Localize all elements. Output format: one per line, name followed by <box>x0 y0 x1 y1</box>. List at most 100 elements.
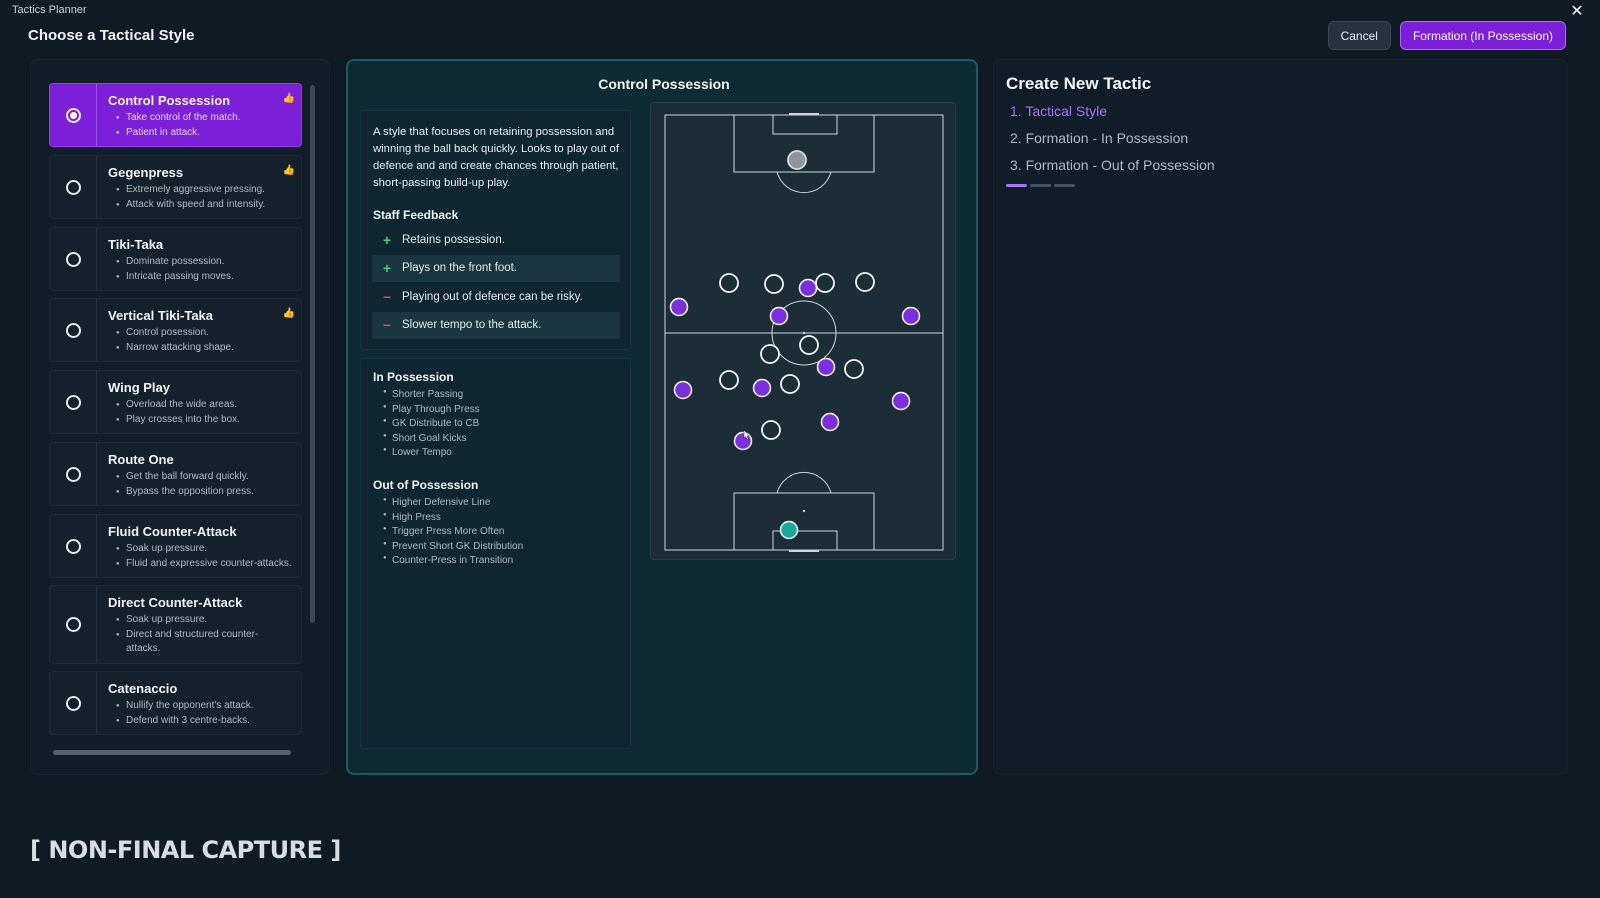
penalty-spot <box>802 509 806 513</box>
step-formation-in-possession[interactable]: 2. Formation - In Possession <box>1010 130 1189 146</box>
style-item-body: Control PossessionTake control of the ma… <box>97 84 301 146</box>
radio-button[interactable] <box>65 179 81 195</box>
pitch-diagram <box>664 113 944 552</box>
in-possession-heading: In Possession <box>373 370 454 384</box>
feedback-row: −Playing out of defence can be risky. <box>372 283 620 310</box>
style-item-body: Vertical Tiki-TakaControl posession.Narr… <box>97 299 301 361</box>
feedback-row: −Slower tempo to the attack. <box>372 311 620 339</box>
style-item-name: Tiki-Taka <box>108 237 164 252</box>
radio-button[interactable] <box>65 466 81 482</box>
style-item-name: Fluid Counter-Attack <box>108 524 237 539</box>
feedback-text: Retains possession. <box>402 233 505 246</box>
feedback-row: +Retains possession. <box>372 226 620 253</box>
instruction-item: Short Goal Kicks <box>383 433 466 444</box>
style-item[interactable]: Control PossessionTake control of the ma… <box>49 83 302 147</box>
style-item-bullet: attacks. <box>126 643 161 654</box>
style-item-bullet: Soak up pressure. <box>108 613 301 628</box>
create-tactic-title: Create New Tactic <box>1006 74 1152 93</box>
style-item[interactable]: Direct Counter-AttackSoak up pressure.Di… <box>49 585 302 664</box>
style-item-bullet: Patient in attack. <box>108 126 301 141</box>
close-icon[interactable]: ✕ <box>1570 3 1584 20</box>
team-player <box>798 278 818 298</box>
style-item-bullet: Take control of the match. <box>108 111 301 126</box>
mouse-cursor-icon <box>743 429 750 440</box>
radio-button[interactable] <box>65 251 81 267</box>
style-item-bullet: Direct and structured counter- <box>108 628 301 643</box>
style-item-bullet: Bypass the opposition press. <box>108 485 301 500</box>
style-description: A style that focuses on retaining posses… <box>373 126 619 189</box>
team-player <box>673 380 693 400</box>
opponent-player <box>760 344 780 364</box>
style-item-bullet: Nullify the opponent's attack. <box>108 699 301 714</box>
radio-button[interactable] <box>65 107 81 123</box>
staff-feedback-heading: Staff Feedback <box>373 208 459 222</box>
top-six-yard-box <box>772 114 838 135</box>
team-player <box>901 306 921 326</box>
style-item-bullet: Control posession. <box>108 326 301 341</box>
style-item-bullet: Intricate passing moves. <box>108 270 301 285</box>
radio-button[interactable] <box>65 617 81 632</box>
style-item-body: Wing PlayOverload the wide areas.Play cr… <box>97 371 301 433</box>
style-item-name: Gegenpress <box>108 165 184 180</box>
thumbs-up-icon: 👍 <box>282 308 295 319</box>
opponent-player <box>815 273 835 293</box>
style-item[interactable]: CatenaccioNullify the opponent's attack.… <box>49 671 302 735</box>
plus-icon: + <box>382 260 392 276</box>
style-item[interactable]: Route OneGet the ball forward quickly.By… <box>49 442 302 506</box>
opponent-player <box>780 374 800 394</box>
radio-column <box>50 443 97 505</box>
radio-column <box>50 586 97 663</box>
step-tactical-style[interactable]: 1. Tactical Style <box>1010 103 1108 119</box>
feedback-text: Slower tempo to the attack. <box>402 319 542 331</box>
minus-icon: − <box>382 288 392 305</box>
instruction-item: GK Distribute to CB <box>383 418 479 429</box>
radio-column <box>50 371 97 433</box>
style-item-name: Vertical Tiki-Taka <box>108 308 214 323</box>
step-formation-out-of-possession[interactable]: 3. Formation - Out of Possession <box>1010 157 1215 173</box>
team-player <box>733 431 753 451</box>
feedback-row: + Plays on the front foot. <box>372 254 620 282</box>
watermark-text: NON-FINAL CAPTURE <box>48 836 323 864</box>
instruction-item: High Press <box>383 512 441 523</box>
radio-column <box>50 84 97 146</box>
centre-spot <box>802 331 806 335</box>
radio-button[interactable] <box>65 322 81 338</box>
step-progress-bar <box>1006 184 1075 187</box>
radio-button[interactable] <box>65 538 81 554</box>
radio-button[interactable] <box>65 394 81 410</box>
opponent-player <box>855 272 875 292</box>
vertical-scrollbar[interactable] <box>310 85 315 623</box>
instruction-item: Prevent Short GK Distribution <box>383 541 523 552</box>
style-item[interactable]: Wing PlayOverload the wide areas.Play cr… <box>49 370 302 434</box>
next-formation-button[interactable]: Formation (In Possession) <box>1399 21 1566 50</box>
team-player <box>752 378 772 398</box>
horizontal-scrollbar[interactable] <box>53 750 291 755</box>
feedback-text: Playing out of defence can be risky. <box>402 290 583 303</box>
style-item-bullet: Defend with 3 centre-backs. <box>108 714 301 729</box>
style-info-card: A style that focuses on retaining posses… <box>360 110 631 350</box>
feedback-text: Plays on the front foot. <box>402 262 518 274</box>
team-player <box>669 297 689 317</box>
style-item-bullet: Soak up pressure. <box>108 542 301 557</box>
style-item-name: Direct Counter-Attack <box>108 595 243 610</box>
detail-title: Control Possession <box>598 76 730 92</box>
style-item-name: Wing Play <box>108 380 171 395</box>
radio-button[interactable] <box>65 695 81 711</box>
create-tactic-panel: Create New Tactic 1. Tactical Style 2. F… <box>993 59 1568 775</box>
instruction-item: Trigger Press More Often <box>383 526 504 537</box>
style-item[interactable]: Fluid Counter-AttackSoak up pressure.Flu… <box>49 514 302 578</box>
radio-column <box>50 156 97 218</box>
team-goalkeeper <box>779 520 799 540</box>
tactical-style-list: Control PossessionTake control of the ma… <box>30 59 330 775</box>
opponent-player <box>761 420 781 440</box>
team-player <box>769 306 789 326</box>
radio-column <box>50 299 97 361</box>
style-item-body: Route OneGet the ball forward quickly.By… <box>97 443 301 505</box>
style-item-body: Tiki-TakaDominate possession.Intricate p… <box>97 228 301 290</box>
centre-circle <box>771 300 837 366</box>
opponent-player <box>799 335 819 355</box>
style-item[interactable]: Tiki-TakaDominate possession.Intricate p… <box>49 227 302 291</box>
style-item[interactable]: Vertical Tiki-TakaControl posession.Narr… <box>49 298 302 362</box>
cancel-button[interactable]: Cancel <box>1327 21 1391 50</box>
style-item[interactable]: GegenpressExtremely aggressive pressing.… <box>49 155 302 219</box>
